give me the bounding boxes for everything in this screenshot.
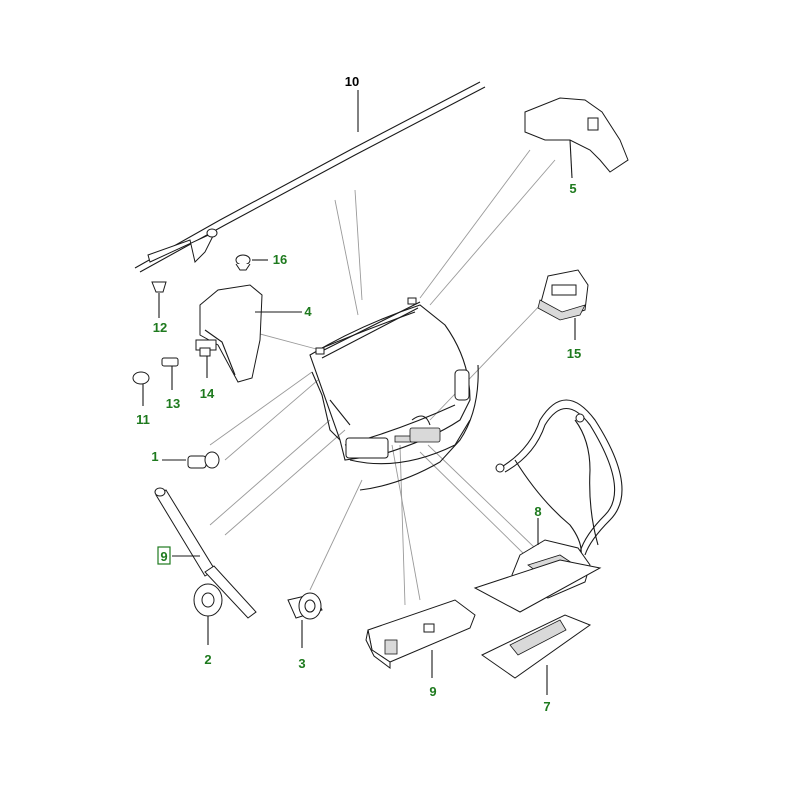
part-7-plate bbox=[473, 559, 602, 695]
part-5-trim bbox=[524, 97, 629, 179]
part-15-housing bbox=[537, 269, 589, 340]
part-11-fastener bbox=[151, 281, 167, 318]
part-9-module bbox=[365, 599, 476, 678]
part-labels: 10 5 16 4 12 15 14 13 11 1 8 6 2 3 9 7 bbox=[136, 74, 581, 714]
part-6-gas-strut bbox=[154, 487, 257, 619]
part-label-9[interactable]: 9 bbox=[429, 684, 436, 699]
part-label-2[interactable]: 2 bbox=[204, 652, 211, 667]
part-label-7[interactable]: 7 bbox=[543, 699, 550, 714]
part-label-11[interactable]: 12 bbox=[153, 320, 167, 335]
leader-lines bbox=[209, 149, 556, 606]
part-2-grommet bbox=[193, 583, 223, 645]
part-label-6-box bbox=[157, 546, 171, 565]
part-label-5[interactable]: 5 bbox=[569, 181, 576, 196]
part-4-trim bbox=[199, 284, 302, 383]
part-label-13[interactable]: 13 bbox=[166, 396, 180, 411]
part-label-3[interactable]: 3 bbox=[298, 656, 305, 671]
part-label-16[interactable]: 16 bbox=[273, 252, 287, 267]
part-label-15[interactable]: 15 bbox=[567, 346, 581, 361]
part-1-ball-stud bbox=[162, 451, 220, 469]
part-label-1[interactable]: 1 bbox=[151, 449, 158, 464]
part-3-buffer bbox=[287, 592, 323, 648]
part-label-12[interactable]: 11 bbox=[136, 412, 150, 427]
part-label-8[interactable]: 8 bbox=[534, 504, 541, 519]
part-13-pin bbox=[161, 357, 179, 390]
tailgate bbox=[309, 297, 479, 491]
part-label-14[interactable]: 14 bbox=[200, 386, 215, 401]
part-14-bracket bbox=[195, 339, 217, 378]
part-16-clip bbox=[206, 228, 268, 271]
part-12-plug bbox=[132, 371, 150, 406]
roof-rail bbox=[134, 81, 486, 273]
part-label-4[interactable]: 4 bbox=[304, 304, 312, 319]
part-label-6[interactable]: 6 bbox=[160, 549, 167, 564]
part-label-10: 10 bbox=[345, 74, 359, 89]
